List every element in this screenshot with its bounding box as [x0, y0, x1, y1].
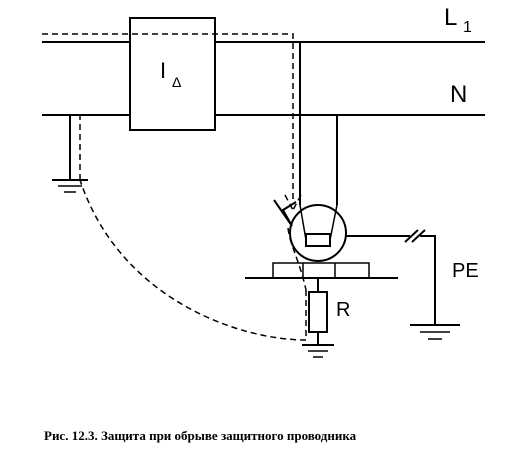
- floor-stand: [245, 262, 398, 279]
- pe-ground: [410, 324, 460, 340]
- label-resistor: R: [336, 299, 350, 321]
- label-l1: L: [444, 4, 457, 31]
- pe-conductor-broken: [345, 229, 436, 325]
- fault-spark-icon: [273, 199, 297, 227]
- appliance: [289, 204, 347, 262]
- label-rcd-subscript: Δ: [172, 74, 181, 90]
- appliance-supply-wires: [299, 42, 338, 205]
- rcd-box: [129, 17, 216, 131]
- heating-element: [305, 233, 331, 247]
- figure-caption: Рис. 12.3. Защита при обрыве защитного п…: [44, 428, 357, 443]
- label-l1-subscript: 1: [463, 19, 472, 36]
- fault-current-path: [42, 33, 307, 341]
- label-pe: PE: [452, 260, 479, 282]
- neutral-ground: [52, 115, 88, 193]
- label-rcd: I: [160, 58, 166, 83]
- label-neutral: N: [450, 81, 467, 108]
- body-resistance: [302, 278, 334, 358]
